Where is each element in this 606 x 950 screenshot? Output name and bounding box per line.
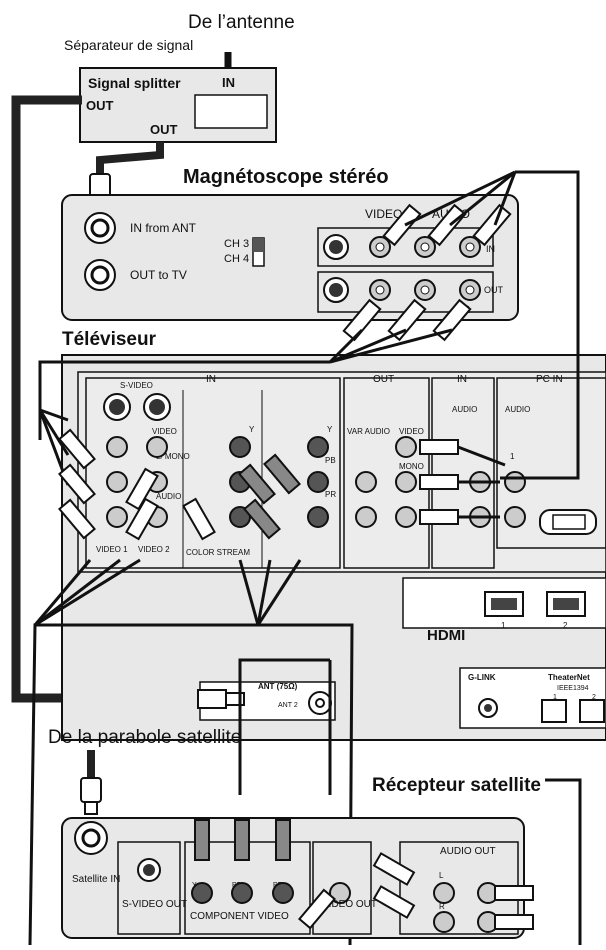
tv-hdmi-logo: HDMI: [427, 627, 465, 644]
tv-video-label: VIDEO: [152, 427, 177, 436]
sat-component-video-label: COMPONENT VIDEO: [190, 911, 289, 922]
sat-s-video-out-label: S-VIDEO OUT: [122, 899, 187, 910]
satellite-coax-connector: [80, 777, 102, 815]
sat-video-out-label: VIDEO OUT: [322, 899, 377, 910]
tv-mono-label: MONO: [399, 462, 424, 471]
tv-var-audio-label: VAR AUDIO: [347, 427, 390, 436]
sat-satellite-in-label: Satellite IN: [72, 874, 120, 885]
tv-pc-audio-label: AUDIO: [505, 405, 530, 414]
tv-ant-label: ANT (75Ω): [258, 682, 298, 691]
tv-hdmi2-label: 2: [563, 621, 568, 630]
tv-label: Téléviseur: [62, 329, 157, 350]
coax-splitter-to-vcr: [96, 142, 164, 178]
tv-tn2-label: 2: [592, 694, 596, 701]
stereo-vcr-label: Magnétoscope stéréo: [183, 166, 389, 188]
tv-pc-audio1-label: 1: [510, 452, 515, 461]
satellite-plugs: [194, 819, 534, 930]
vcr-out-to-tv-label: OUT to TV: [130, 268, 187, 282]
vcr-ch4-label: CH 4: [224, 253, 249, 265]
tv-video1-label: VIDEO 1: [96, 545, 128, 554]
tv-out-group-label: OUT: [373, 374, 394, 385]
tv-out-video-label: VIDEO: [399, 427, 424, 436]
vcr-video-label: VIDEO: [365, 207, 402, 221]
tv-ieee1394-port-1[interactable]: [541, 699, 567, 723]
vcr-in-plugs: [382, 203, 512, 247]
tv-in-group2-label: IN: [457, 374, 467, 385]
satellite-receiver-label: Récepteur satellite: [372, 775, 541, 796]
splitter-in-label: IN: [222, 75, 235, 90]
tv-audio-label: AUDIO: [156, 492, 181, 501]
sat-l-label: L: [439, 871, 444, 880]
tv-in-group-label: IN: [206, 374, 216, 385]
tv-y-label-2: Y: [327, 425, 333, 434]
tv-audio-cable: [457, 445, 506, 519]
tv-pc-in-label: PC IN: [536, 374, 563, 385]
vcr-ch3-label: CH 3: [224, 238, 249, 250]
tv-ieee1394-port-2[interactable]: [579, 699, 605, 723]
tv-s-video-label: S-VIDEO: [120, 381, 153, 390]
signal-lines: [28, 170, 582, 946]
vcr-in-from-ant-label: IN from ANT: [130, 221, 197, 235]
tv-y-label-1: Y: [249, 425, 255, 434]
splitter-out-bottom-label: OUT: [150, 122, 178, 137]
vcr-out-label: OUT: [484, 285, 504, 295]
sat-audio-out-label: AUDIO OUT: [440, 846, 496, 857]
sat-r-label: R: [439, 902, 445, 911]
tv-hdmi1-label: 1: [501, 621, 506, 630]
tv-color-stream-label: COLOR STREAM: [186, 548, 250, 557]
tv-pb-label: PB: [325, 456, 336, 465]
vcr-in-label: IN: [486, 244, 495, 254]
satellite-receiver-panel: Satellite IN S-VIDEO OUT Y PB PR COMPONE…: [61, 817, 525, 939]
tv-pr-label: PR: [325, 490, 336, 499]
from-satellite-dish-label: De la parabole satellite: [48, 727, 241, 748]
splitter-out-left-label: OUT: [86, 98, 114, 113]
vcr-out-plugs: [342, 298, 472, 342]
tv-panel: IN S-VIDEO VIDEO L/ MONO AUDIO R VIDEO 1…: [61, 354, 606, 741]
tv-ant2-label: ANT 2: [278, 702, 298, 709]
tv-g-link-label: G-LINK: [468, 673, 496, 682]
signal-splitter: Signal splitter IN OUT OUT: [79, 67, 277, 143]
tv-video2-label: VIDEO 2: [138, 545, 170, 554]
tv-ieee1394-label: IEEE1394: [557, 685, 589, 692]
tv-theaternet-label: TheaterNet: [548, 673, 590, 682]
from-antenna-label: De l’antenne: [188, 12, 295, 33]
tv-l-mono-label: L/ MONO: [156, 452, 190, 461]
tv-in2-audio-label: AUDIO: [452, 405, 477, 414]
signal-separator-label: Séparateur de signal: [64, 37, 193, 53]
splitter-window: [194, 94, 268, 129]
splitter-title: Signal splitter: [88, 75, 181, 91]
tv-tn1-label: 1: [553, 694, 557, 701]
